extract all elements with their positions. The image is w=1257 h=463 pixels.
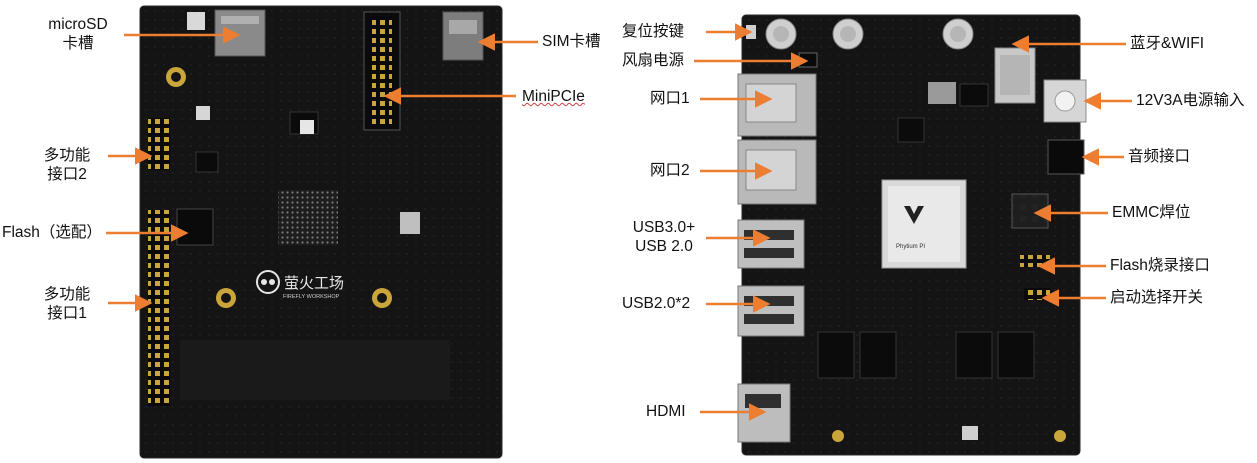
- label-bt-wifi: 蓝牙&WIFI: [1130, 35, 1205, 52]
- label-multi1-line1: 多功能: [43, 286, 91, 303]
- label-eth2: 网口2: [650, 162, 690, 179]
- label-usb20: USB2.0*2: [622, 295, 691, 312]
- sim-slot: [442, 11, 484, 61]
- multi-header-2: [148, 118, 170, 170]
- emmc-footprint: [1011, 193, 1049, 229]
- label-usb30-line1: USB3.0+: [632, 219, 696, 236]
- phytium-logo-icon: [904, 206, 924, 224]
- label-multi2-line1: 多功能: [43, 147, 91, 164]
- right-board: Phytium PI: [737, 14, 1087, 456]
- label-microsd: microSD 卡槽: [30, 15, 126, 53]
- soc-marking: Phytium PI: [896, 244, 925, 250]
- label-power-input: 12V3A电源输入: [1136, 92, 1245, 109]
- label-audio: 音频接口: [1128, 148, 1191, 165]
- usb20-dual-port: [737, 285, 805, 337]
- label-minipcie: MiniPCIe: [522, 88, 585, 105]
- callout-arrows-right: [694, 23, 1132, 421]
- label-emmc: EMMC焊位: [1112, 204, 1191, 221]
- label-flash-burn: Flash烧录接口: [1110, 257, 1210, 274]
- label-reset: 复位按键: [622, 23, 685, 40]
- usb30-usb20-port: [737, 219, 805, 269]
- firefly-logo-icon: [256, 270, 280, 294]
- label-microsd-line1: microSD: [48, 16, 108, 33]
- label-multi1: 多功能 接口1: [24, 285, 110, 323]
- dram-chip: [955, 331, 993, 379]
- label-usb30-line2: USB 2.0: [635, 238, 693, 255]
- label-boot-select: 启动选择开关: [1110, 289, 1204, 306]
- dram-chip: [997, 331, 1035, 379]
- label-usb30: USB3.0+ USB 2.0: [622, 218, 706, 256]
- label-hdmi: HDMI: [646, 403, 686, 420]
- label-flash: Flash（选配）: [2, 224, 102, 241]
- label-multi2-line2: 接口2: [47, 166, 87, 183]
- callout-arrows-left: [106, 26, 538, 312]
- dram-chip: [859, 331, 897, 379]
- label-eth1: 网口1: [650, 90, 690, 107]
- multi-header-1: [148, 210, 170, 406]
- label-fan: 风扇电源: [622, 52, 685, 69]
- flash-chip: [176, 208, 214, 246]
- audio-jack: [1047, 139, 1085, 175]
- left-board: 萤火工场 FIREFLY WORKSHOP: [139, 5, 503, 459]
- firefly-logo-text: 萤火工场: [284, 275, 344, 292]
- bga-pad-area: [278, 190, 338, 245]
- label-sim: SIM卡槽: [542, 33, 601, 50]
- label-multi2: 多功能 接口2: [24, 146, 110, 184]
- label-microsd-line2: 卡槽: [62, 35, 94, 52]
- firefly-logo-subtext: FIREFLY WORKSHOP: [283, 294, 340, 300]
- label-multi1-line2: 接口1: [47, 305, 87, 322]
- dram-chip: [817, 331, 855, 379]
